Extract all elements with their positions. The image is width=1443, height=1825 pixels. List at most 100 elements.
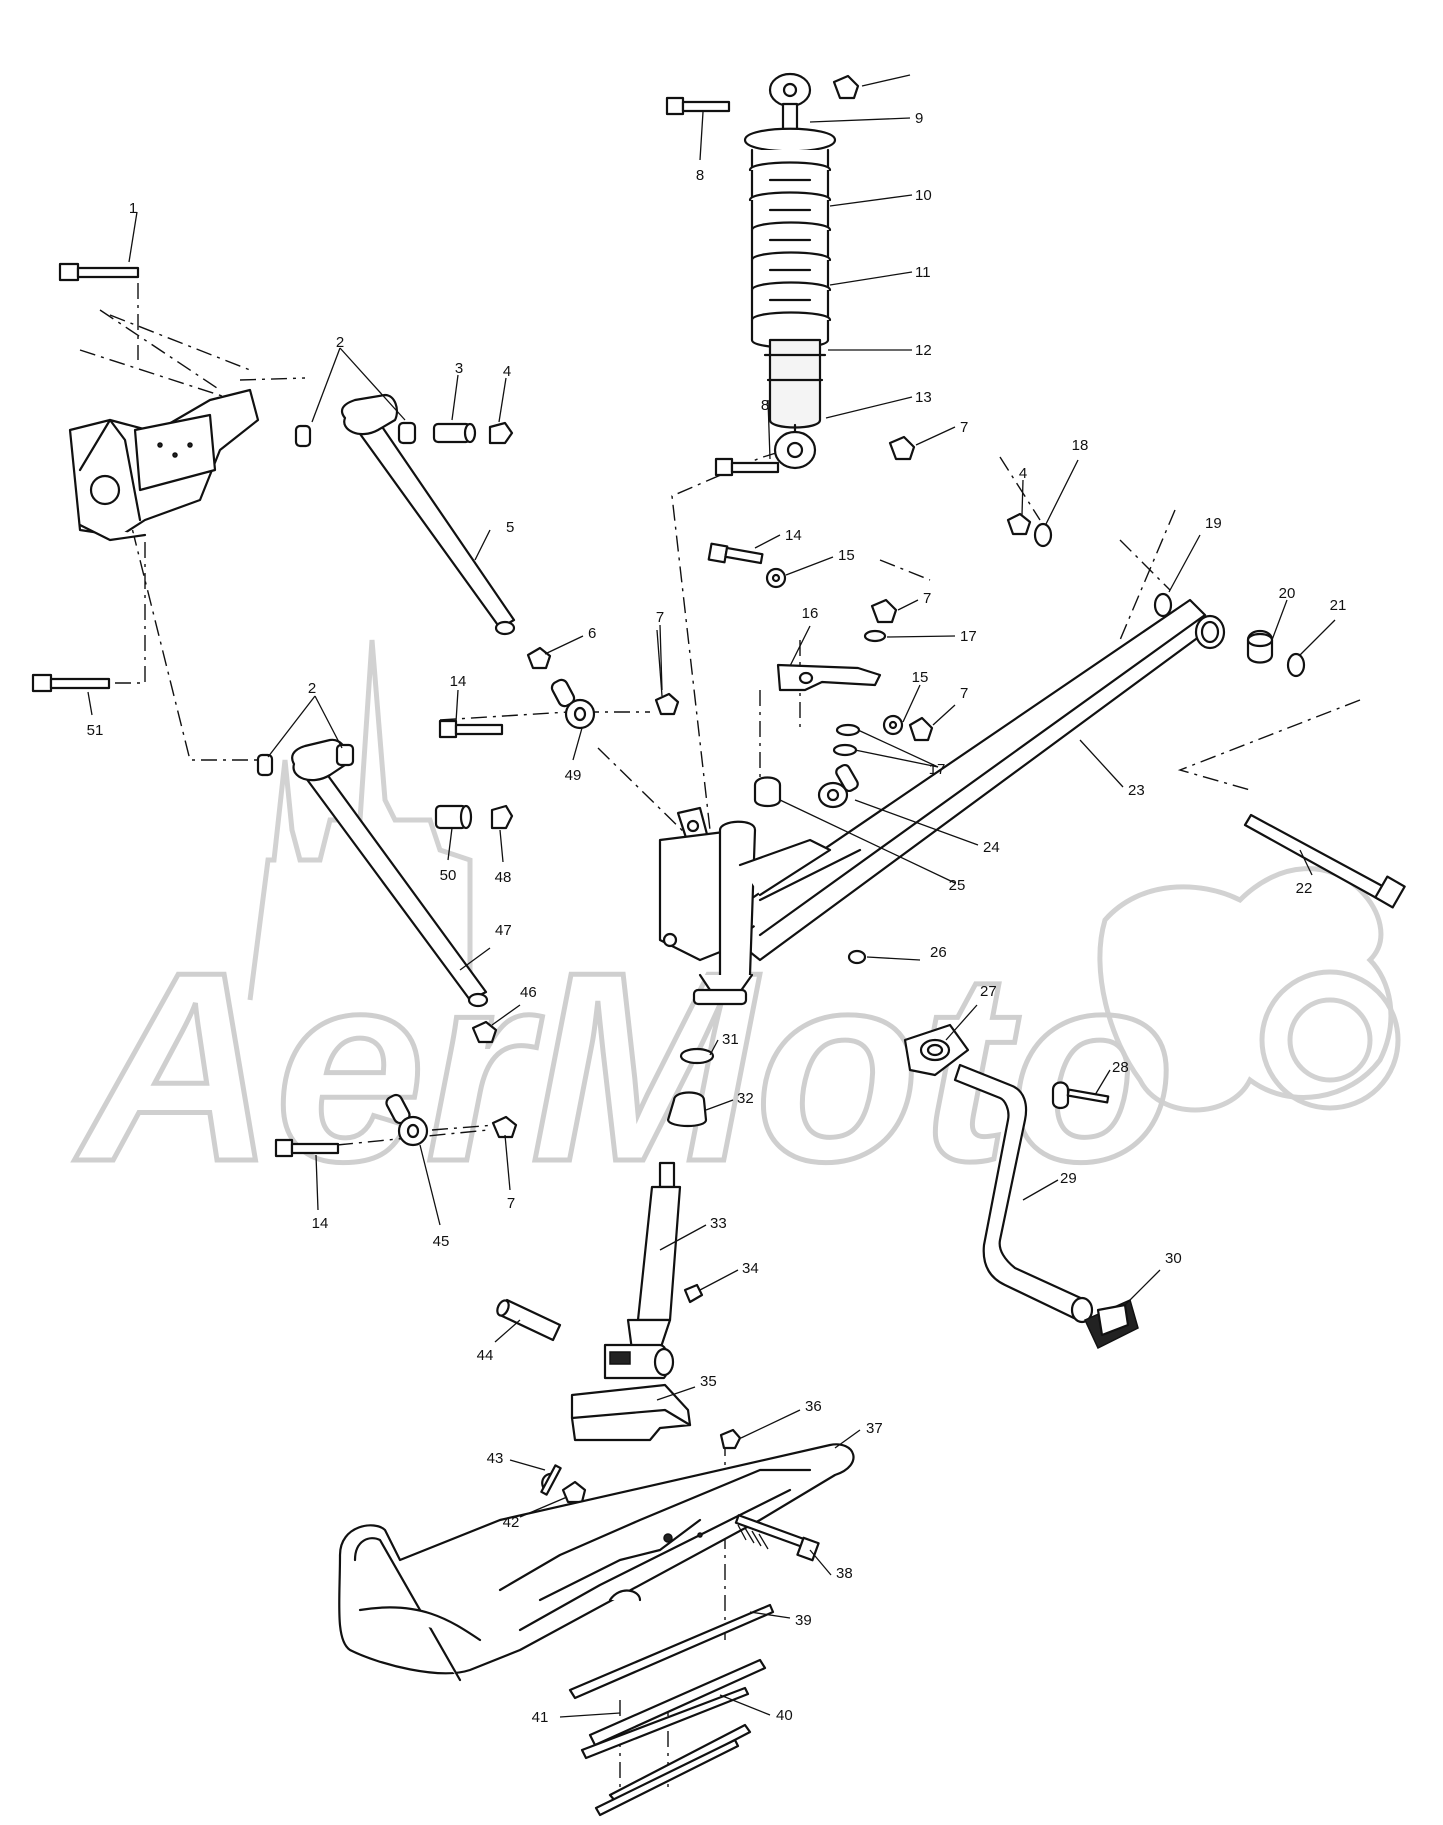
callout-11: 11 bbox=[915, 264, 931, 281]
ring-part-31 bbox=[679, 1047, 715, 1065]
callout-7-mid: 7 bbox=[656, 609, 664, 626]
bushing-part-2-upper bbox=[294, 421, 417, 448]
front-bracket bbox=[68, 314, 260, 542]
callout-34: 34 bbox=[742, 1260, 759, 1277]
callout-44: 44 bbox=[477, 1347, 494, 1364]
runner-part-40 bbox=[594, 1723, 752, 1817]
washer-part-18 bbox=[1033, 522, 1053, 548]
callout-15-upper: 15 bbox=[838, 547, 855, 564]
ski-saddle-part-35 bbox=[570, 1383, 692, 1442]
callout-29: 29 bbox=[1060, 1170, 1077, 1187]
callout-37: 37 bbox=[866, 1420, 883, 1437]
callout-18: 18 bbox=[1072, 437, 1089, 454]
pin-part-28 bbox=[1051, 1081, 1110, 1110]
callout-8-upper: 8 bbox=[696, 167, 704, 184]
bushing-part-20 bbox=[1246, 629, 1274, 664]
bolt-part-51 bbox=[31, 673, 111, 693]
callout-50: 50 bbox=[440, 867, 457, 884]
callout-31: 31 bbox=[722, 1031, 739, 1048]
nut-part-7-top bbox=[832, 74, 860, 100]
callout-17-a: 17 bbox=[960, 628, 977, 645]
wear-bar-part-39 bbox=[568, 1603, 775, 1700]
callout-26: 26 bbox=[930, 944, 947, 961]
callout-28: 28 bbox=[1112, 1059, 1129, 1076]
callout-6: 6 bbox=[588, 625, 596, 642]
callout-33: 33 bbox=[710, 1215, 727, 1232]
callout-15-lower: 15 bbox=[912, 669, 929, 686]
callout-38: 38 bbox=[836, 1565, 853, 1582]
callout-27: 27 bbox=[980, 983, 997, 1000]
callout-7-right-a: 7 bbox=[923, 590, 931, 607]
ski-part-37 bbox=[338, 1443, 855, 1682]
grease-fitting-part-34 bbox=[683, 1283, 704, 1304]
nut-part-36 bbox=[719, 1428, 742, 1450]
cotter-pin-part-43 bbox=[540, 1464, 562, 1496]
callout-14-upper: 14 bbox=[785, 527, 802, 544]
callout-51: 51 bbox=[87, 722, 104, 739]
callout-16: 16 bbox=[802, 605, 819, 622]
tie-rod-end-part-24 bbox=[817, 763, 859, 809]
bushing-part-25 bbox=[753, 776, 782, 808]
upper-control-arm-part-5 bbox=[340, 393, 516, 636]
bolt-part-14-mid bbox=[438, 719, 504, 739]
bolt-part-1 bbox=[58, 262, 140, 282]
shock-absorber bbox=[743, 72, 837, 470]
bolt-part-14-upper bbox=[707, 542, 764, 565]
spindle-housing bbox=[658, 806, 862, 1006]
washer-part-15-upper bbox=[765, 567, 787, 589]
callout-22: 22 bbox=[1296, 880, 1313, 897]
callout-42: 42 bbox=[503, 1514, 520, 1531]
callout-40: 40 bbox=[776, 1707, 793, 1724]
callout-12: 12 bbox=[915, 342, 932, 359]
callout-41: 41 bbox=[532, 1709, 549, 1726]
callout-4-right: 4 bbox=[1019, 465, 1027, 482]
callout-23: 23 bbox=[1128, 782, 1145, 799]
callout-30: 30 bbox=[1165, 1250, 1182, 1267]
bushing-part-32 bbox=[666, 1091, 708, 1128]
callout-47: 47 bbox=[495, 922, 512, 939]
callout-labels: 1 2 3 4 5 6 7 8 9 10 11 12 13 8 7 4 18 1… bbox=[87, 110, 1347, 1726]
callout-2-lower: 2 bbox=[308, 680, 316, 697]
sleeve-part-50 bbox=[434, 804, 473, 830]
bracket-part-27 bbox=[903, 1023, 970, 1077]
ring-part-21 bbox=[1286, 652, 1306, 678]
callout-48: 48 bbox=[495, 869, 512, 886]
spindle-part-33 bbox=[603, 1161, 682, 1380]
callout-17-b: 17 bbox=[929, 761, 946, 778]
sleeve-part-3 bbox=[432, 422, 477, 444]
nut-part-42 bbox=[561, 1480, 587, 1504]
nut-part-7-lower bbox=[491, 1115, 518, 1139]
callout-43: 43 bbox=[487, 1450, 504, 1467]
washer-part-17-a bbox=[863, 629, 887, 643]
callout-4-upper: 4 bbox=[503, 363, 511, 380]
nut-part-4-upper bbox=[488, 421, 514, 445]
callout-7-lower: 7 bbox=[507, 1195, 515, 1212]
callout-39: 39 bbox=[795, 1612, 812, 1629]
callout-49: 49 bbox=[565, 767, 582, 784]
callout-3: 3 bbox=[455, 360, 463, 377]
callout-5: 5 bbox=[506, 519, 514, 536]
callout-2-upper: 2 bbox=[336, 334, 344, 351]
callout-35: 35 bbox=[700, 1373, 717, 1390]
callout-10: 10 bbox=[915, 187, 932, 204]
callout-1: 1 bbox=[129, 200, 137, 217]
bolt-part-14-lower bbox=[274, 1138, 340, 1158]
watermark-text: AerMoto bbox=[72, 917, 1175, 1218]
callout-46: 46 bbox=[520, 984, 537, 1001]
callout-20: 20 bbox=[1279, 585, 1296, 602]
callout-45: 45 bbox=[433, 1233, 450, 1250]
ball-joint-part-49 bbox=[550, 678, 596, 730]
callout-32: 32 bbox=[737, 1090, 754, 1107]
bolt-part-8-upper bbox=[665, 96, 731, 116]
bolt-part-38 bbox=[734, 1514, 820, 1562]
bushing-part-2-lower bbox=[256, 743, 355, 777]
watermark: AerMoto bbox=[69, 639, 1401, 1221]
nut-part-7-right-b bbox=[908, 716, 934, 742]
fitting-part-26 bbox=[847, 949, 867, 965]
callout-7-shock: 7 bbox=[960, 419, 968, 436]
callout-14-lower: 14 bbox=[312, 1215, 329, 1232]
callout-19: 19 bbox=[1205, 515, 1222, 532]
leader-lines bbox=[87, 74, 1336, 1718]
washers-part-17-b bbox=[832, 723, 861, 757]
